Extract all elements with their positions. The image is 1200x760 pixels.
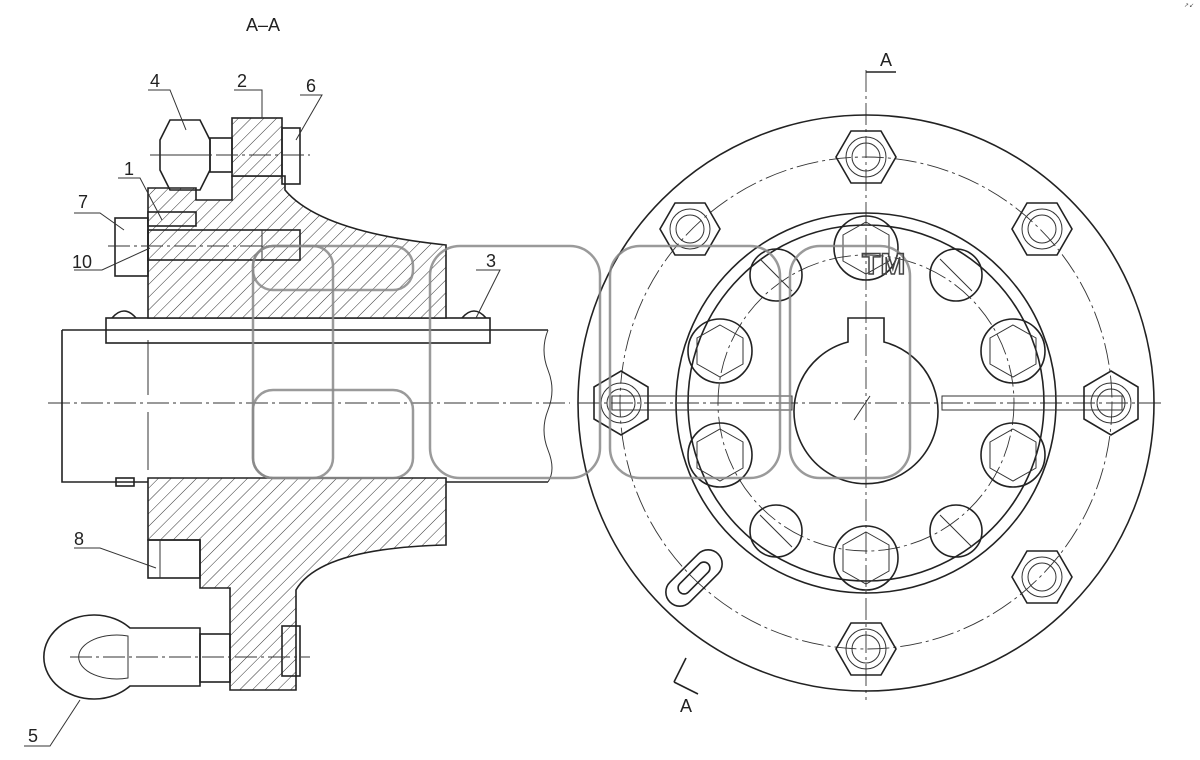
plug-8 <box>147 539 201 579</box>
inner-hole-1 <box>749 248 803 302</box>
watermark-logo: ТМ <box>251 244 912 480</box>
inner-hole-2 <box>929 248 983 302</box>
trademark-label: ТМ <box>862 248 905 281</box>
hub-inner-circle <box>687 224 1045 582</box>
inner-hex-lower-right <box>980 422 1046 488</box>
shaft-bore <box>793 317 939 485</box>
end-view: А А <box>577 50 1165 716</box>
callout-leaders <box>24 89 501 747</box>
eye-bolt-5 <box>43 614 301 700</box>
section-title: А–А <box>246 15 280 35</box>
ring-1 <box>147 211 197 227</box>
key-stub <box>115 477 135 487</box>
section-mark-top: А <box>880 50 892 70</box>
section-mark-bottom: А <box>680 696 692 716</box>
inner-hole-4 <box>929 504 983 558</box>
split-slot-left <box>611 395 793 411</box>
callout-10: 10 <box>72 252 92 272</box>
section-view <box>43 117 570 700</box>
split-slot-right <box>941 395 1123 411</box>
section-arrow-bottom <box>673 657 699 695</box>
callout-1: 1 <box>124 159 134 179</box>
key-end-right <box>461 310 487 319</box>
bolt-head-6 <box>281 127 301 185</box>
flange-block-upper <box>231 117 283 177</box>
inner-hole-3 <box>749 504 803 558</box>
outer-nut-bottom <box>835 622 897 676</box>
bolt-circle-outer <box>619 156 1113 650</box>
callout-4: 4 <box>150 71 160 91</box>
hub-lower <box>147 477 447 691</box>
callout-2: 2 <box>237 71 247 91</box>
callout-8: 8 <box>74 529 84 549</box>
inner-hex-upper-left <box>687 318 753 384</box>
hub-circle <box>675 212 1057 594</box>
callout-5: 5 <box>28 726 38 746</box>
callout-7: 7 <box>78 192 88 212</box>
key-end-left <box>111 310 137 319</box>
inner-hex-lower-left <box>687 422 753 488</box>
outer-nut-top <box>835 130 897 184</box>
callout-6: 6 <box>306 76 316 96</box>
inner-hex-bottom <box>833 525 899 591</box>
flange-outer-circle <box>577 114 1155 692</box>
inner-hex-top <box>833 215 899 281</box>
outer-nut-upper-left <box>659 202 721 256</box>
eye-bolt-end-view <box>665 549 723 607</box>
callout-3: 3 <box>486 251 496 271</box>
outer-nut-right <box>1083 370 1139 436</box>
shaft <box>61 329 553 483</box>
corner-mark: ↗↙ <box>1183 2 1194 9</box>
outer-nut-upper-right <box>1011 202 1073 256</box>
bolt-circle-inner <box>717 254 1015 552</box>
outer-nut-lower-right <box>1011 550 1073 604</box>
inner-hex-upper-right <box>980 318 1046 384</box>
